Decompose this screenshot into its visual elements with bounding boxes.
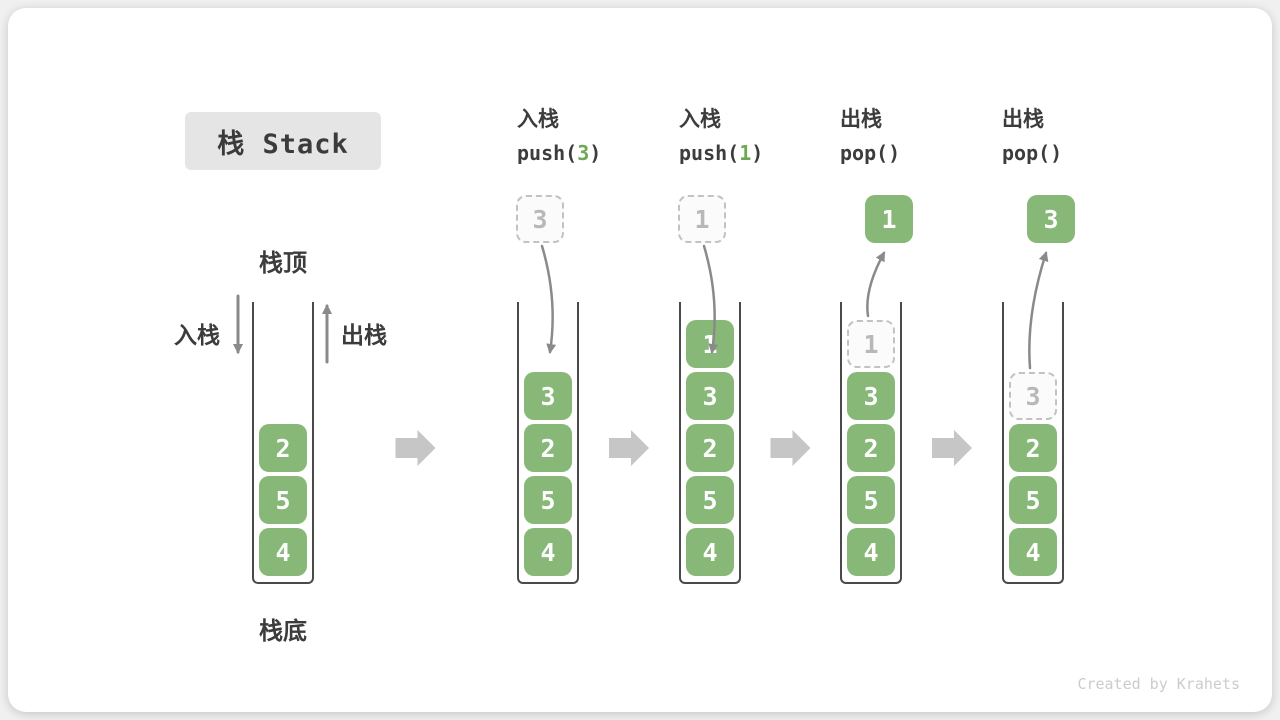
col-header-push-1: 入栈 push(1) (679, 104, 819, 166)
col-header-code-arg: 1 (739, 141, 752, 165)
stack-outline-push-1 (679, 302, 741, 584)
stack-cell-pop-1-1: 1 (847, 320, 895, 368)
float-value-pop-3: 3 (1027, 195, 1075, 243)
col-header-code-arg: 3 (577, 141, 590, 165)
float-value-push-3: 3 (516, 195, 564, 243)
stack-cell-initial-4: 4 (259, 528, 307, 576)
col-header-code: pop() (1002, 141, 1063, 165)
col-header-pop-1: 出栈 pop() (840, 104, 980, 166)
stack-outline-initial (252, 302, 314, 584)
stack-cell-pop-1-2: 2 (847, 424, 895, 472)
stack-cell-push-3-5: 5 (524, 476, 572, 524)
stack-cell-push-1-4: 4 (686, 528, 734, 576)
float-value-pop-1: 1 (865, 195, 913, 243)
stack-cell-pop-3-5: 5 (1009, 476, 1057, 524)
stack-cell-push-3-4: 4 (524, 528, 572, 576)
col-header-push-3: 入栈 push(3) (517, 104, 657, 166)
stack-cell-push-1-5: 5 (686, 476, 734, 524)
watermark: Created by Krahets (1077, 675, 1240, 693)
col-header-op-label: 出栈 (840, 107, 882, 131)
stack-cell-pop-3-2: 2 (1009, 424, 1057, 472)
col-header-code: push(1) (679, 141, 764, 165)
stack-cell-push-3-3: 3 (524, 372, 572, 420)
stack-outline-pop-1 (840, 302, 902, 584)
stack-cell-initial-2: 2 (259, 424, 307, 472)
stack-bottom-label: 栈底 (259, 617, 307, 645)
push-side-label: 入栈 (174, 323, 220, 349)
float-value-push-1: 1 (678, 195, 726, 243)
stack-cell-pop-1-4: 4 (847, 528, 895, 576)
stack-cell-pop-1-5: 5 (847, 476, 895, 524)
col-header-op-label: 入栈 (517, 107, 559, 131)
col-header-code: push(3) (517, 141, 602, 165)
col-header-op-label: 入栈 (679, 107, 721, 131)
stack-cell-pop-1-3: 3 (847, 372, 895, 420)
stack-top-label: 栈顶 (259, 249, 307, 277)
stack-cell-push-1-2: 2 (686, 424, 734, 472)
stack-cell-initial-5: 5 (259, 476, 307, 524)
col-header-pop-3: 出栈 pop() (1002, 104, 1142, 166)
stack-cell-push-1-3: 3 (686, 372, 734, 420)
pop-side-label: 出栈 (341, 323, 387, 349)
diagram-title: 栈 Stack (185, 112, 381, 170)
col-header-op-label: 出栈 (1002, 107, 1044, 131)
stack-outline-push-3 (517, 302, 579, 584)
stack-cell-pop-3-4: 4 (1009, 528, 1057, 576)
stack-cell-pop-3-3: 3 (1009, 372, 1057, 420)
stack-cell-push-3-2: 2 (524, 424, 572, 472)
stack-outline-pop-3 (1002, 302, 1064, 584)
col-header-code: pop() (840, 141, 901, 165)
stack-cell-push-1-1: 1 (686, 320, 734, 368)
